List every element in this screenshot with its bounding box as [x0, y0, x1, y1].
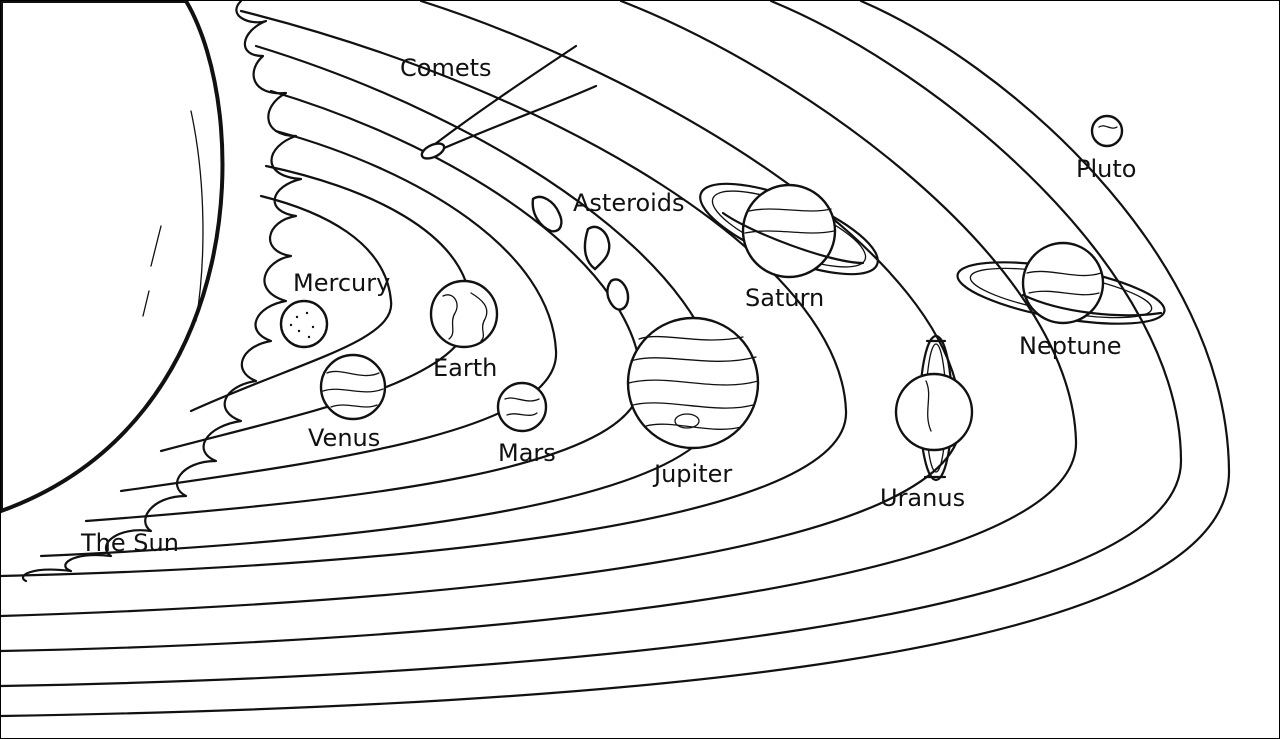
mars-body — [496, 381, 548, 433]
comet-head — [420, 142, 446, 160]
label-saturn: Saturn — [745, 284, 824, 312]
neptune-body — [1021, 241, 1105, 325]
label-the-sun: The Sun — [80, 529, 179, 557]
uranus-body — [894, 372, 974, 452]
planet-mercury — [279, 299, 329, 349]
asteroids — [531, 195, 630, 311]
label-asteroids: Asteroids — [573, 189, 685, 217]
planet-neptune — [956, 241, 1166, 325]
mercury-body — [279, 299, 329, 349]
orbit-earth — [119, 129, 558, 493]
planet-saturn — [699, 182, 879, 279]
orbit-uranus — [1, 1, 1078, 653]
asteroid — [531, 195, 563, 233]
orbit-jupiter — [1, 9, 848, 578]
label-venus: Venus — [308, 424, 380, 452]
label-jupiter: Jupiter — [652, 460, 732, 488]
comet-tail — [424, 44, 578, 153]
label-earth: Earth — [433, 354, 497, 382]
sun-surface-mark — [190, 110, 204, 322]
sun — [1, 1, 303, 583]
orbit-neptune — [1, 1, 1183, 688]
planet-venus — [319, 353, 387, 421]
saturn-ring-front — [721, 211, 865, 265]
sun-surface-mark — [150, 225, 162, 267]
asteroid — [583, 225, 611, 271]
asteroid — [606, 278, 630, 311]
comet — [420, 44, 598, 160]
sun-corona — [21, 1, 303, 583]
label-neptune: Neptune — [1019, 332, 1122, 360]
pluto-body — [1090, 114, 1124, 148]
planet-earth — [429, 279, 499, 349]
earth-body — [429, 279, 499, 349]
saturn-body — [741, 183, 837, 279]
label-mercury: Mercury — [293, 269, 390, 297]
label-comets: Comets — [400, 54, 492, 82]
planet-uranus — [894, 334, 974, 482]
planet-pluto — [1090, 114, 1124, 148]
orbit-mercury — [189, 194, 393, 413]
venus-body — [319, 353, 387, 421]
label-mars: Mars — [498, 439, 556, 467]
orbit-pluto — [1, 1, 1231, 718]
label-pluto: Pluto — [1076, 155, 1136, 183]
comet-tail — [424, 84, 598, 158]
neptune-ring-front — [1021, 293, 1163, 317]
planet-mars — [496, 381, 548, 433]
label-uranus: Uranus — [880, 484, 965, 512]
sun-surface-mark — [142, 290, 150, 317]
labels: The Sun Mercury Venus Earth Mars Asteroi… — [80, 54, 1136, 557]
sun-body — [1, 1, 225, 514]
planet-jupiter — [626, 316, 760, 450]
